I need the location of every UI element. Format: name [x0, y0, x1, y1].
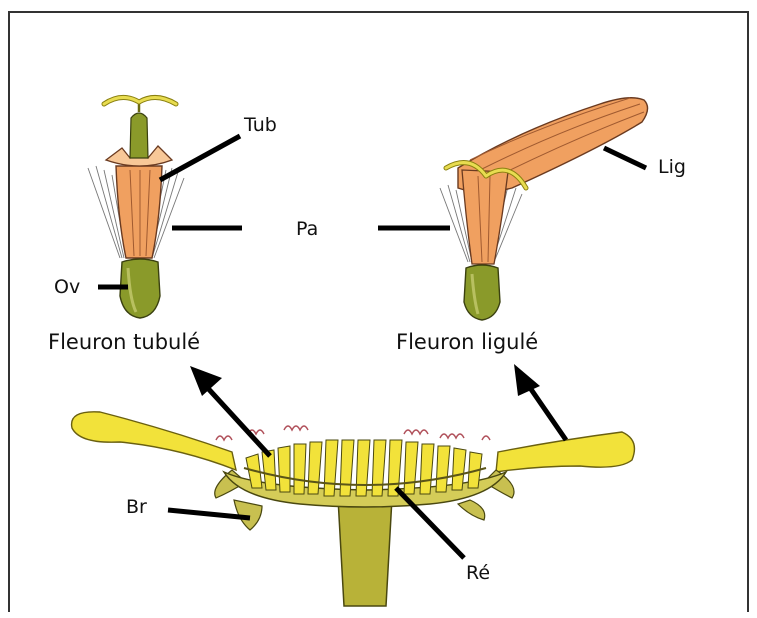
ligulate-floret-illustration — [440, 98, 648, 320]
label-br: Br — [126, 496, 147, 518]
pointer-tub — [160, 136, 240, 180]
label-pa: Pa — [296, 218, 318, 240]
caption-fleuron-tubule: Fleuron tubulé — [48, 330, 200, 354]
arrowhead-right — [514, 364, 540, 396]
capitulum-section-illustration — [72, 412, 635, 606]
label-tub: Tub — [244, 114, 277, 136]
label-ov: Ov — [54, 276, 80, 298]
arrowhead-left — [190, 366, 222, 396]
label-re: Ré — [466, 562, 490, 584]
label-lig: Lig — [658, 156, 686, 178]
arrow-shaft-right — [526, 382, 566, 440]
pointer-lig — [604, 148, 646, 168]
caption-fleuron-ligule: Fleuron ligulé — [396, 330, 538, 354]
